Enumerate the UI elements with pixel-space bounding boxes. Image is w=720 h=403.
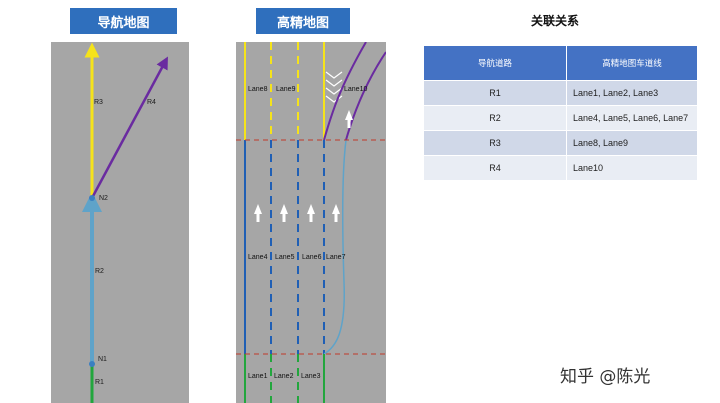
hd-map-title: 高精地图 <box>256 8 350 34</box>
row-road-cell: R1 <box>423 80 567 106</box>
row-lanes-cell: Lane1, Lane2, Lane3 <box>566 80 698 106</box>
header-nav-road: 导航道路 <box>423 45 567 81</box>
association-table: 导航道路 高精地图车道线 R1 Lane1, Lane2, Lane3 R2 L… <box>423 45 698 181</box>
node-n1-dot <box>89 361 95 367</box>
row-road-cell: R2 <box>423 105 567 131</box>
table-row: R1 Lane1, Lane2, Lane3 <box>423 80 698 106</box>
lane7-right-boundary <box>323 139 347 355</box>
lane5-label: Lane5 <box>275 254 295 261</box>
lane-arrows <box>254 204 340 222</box>
row-road-cell: R3 <box>423 130 567 156</box>
road-r3-label: R3 <box>94 99 103 106</box>
association-title: 关联关系 <box>530 14 579 28</box>
lane10-left-boundary <box>323 42 367 141</box>
hd-map-panel: Lane8 Lane9 Lane10 Lane4 Lane5 Lane6 Lan… <box>236 42 386 403</box>
lane5-arrow-icon <box>280 204 288 222</box>
hd-map-drawing: Lane8 Lane9 Lane10 Lane4 Lane5 Lane6 Lan… <box>236 42 386 403</box>
nav-map-drawing: R3 R4 N2 R2 N1 R1 <box>82 42 168 403</box>
row-lanes-cell: Lane4, Lane5, Lane6, Lane7 <box>566 105 698 131</box>
node-n1-label: N1 <box>98 356 107 363</box>
lane3-label: Lane3 <box>301 373 321 380</box>
lane10-right-boundary <box>345 51 386 141</box>
node-n2-label: N2 <box>99 195 108 202</box>
gore-chevrons <box>325 71 343 103</box>
lane7-label: Lane7 <box>326 254 346 261</box>
lane4-label: Lane4 <box>248 254 268 261</box>
nav-map-title: 导航地图 <box>70 8 177 34</box>
watermark-text: 知乎 @陈光 <box>560 367 651 387</box>
node-n2-dot <box>89 195 95 201</box>
lane10-label: Lane10 <box>344 86 367 93</box>
row-lanes-cell: Lane10 <box>566 155 698 181</box>
road-r4-label: R4 <box>147 99 156 106</box>
lane10-arrow-icon <box>345 110 353 128</box>
road-r1-label: R1 <box>95 379 104 386</box>
row-road-cell: R4 <box>423 155 567 181</box>
road-r4-line <box>90 56 168 199</box>
lane7-arrow-icon <box>332 204 340 222</box>
road-r2-label: R2 <box>95 268 104 275</box>
row-lanes-cell: Lane8, Lane9 <box>566 130 698 156</box>
lane1-label: Lane1 <box>248 373 268 380</box>
lane9-label: Lane9 <box>276 86 296 93</box>
table-row: R2 Lane4, Lane5, Lane6, Lane7 <box>423 105 698 131</box>
table-row: R4 Lane10 <box>423 155 698 181</box>
lane2-label: Lane2 <box>274 373 294 380</box>
lane8-label: Lane8 <box>248 86 268 93</box>
table-row: R3 Lane8, Lane9 <box>423 130 698 156</box>
nav-map-panel: R3 R4 N2 R2 N1 R1 <box>51 42 189 403</box>
lane4-arrow-icon <box>254 204 262 222</box>
header-hd-lane: 高精地图车道线 <box>566 45 698 81</box>
lane6-label: Lane6 <box>302 254 322 261</box>
lane6-arrow-icon <box>307 204 315 222</box>
association-header-row: 导航道路 高精地图车道线 <box>423 45 698 81</box>
